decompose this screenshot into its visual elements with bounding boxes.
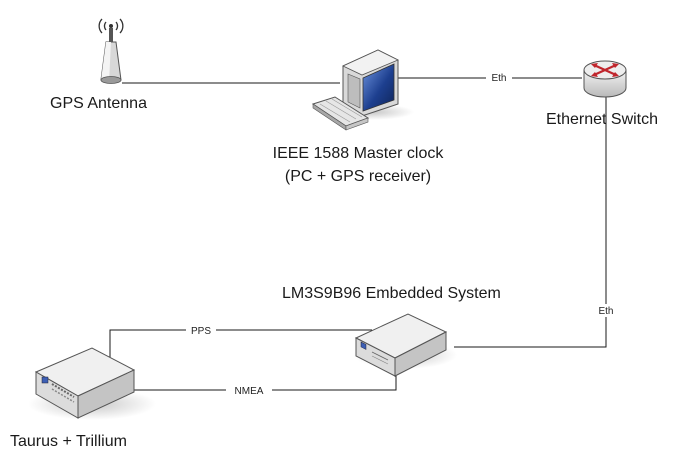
switch-to-embedded-wire [454,96,607,348]
master-clock-label-line2: (PC + GPS receiver) [285,168,431,185]
gps-antenna-label: GPS Antenna [50,95,147,112]
embedded-system-icon [353,313,457,377]
switch-to-embedded-label: Eth [598,306,613,317]
taurus-label: Taurus + Trillium [10,433,127,450]
wires [109,77,607,391]
ethernet-switch-label: Ethernet Switch [546,111,658,128]
taurus-trillium-icon [28,347,156,420]
pc-to-switch-label: Eth [491,73,506,84]
pc-computer-icon [311,49,414,131]
pps-wire [109,329,372,365]
nmea-label: NMEA [235,386,264,397]
pps-label: PPS [191,326,211,337]
nmea-wire [128,370,397,391]
master-clock-label-line1: IEEE 1588 Master clock [273,145,445,162]
ethernet-switch-icon [583,60,627,98]
gps-antenna-icon [98,18,124,84]
link-labels: Eth Eth PPS NMEA [186,71,620,397]
embedded-system-label: LM3S9B96 Embedded System [282,285,501,302]
